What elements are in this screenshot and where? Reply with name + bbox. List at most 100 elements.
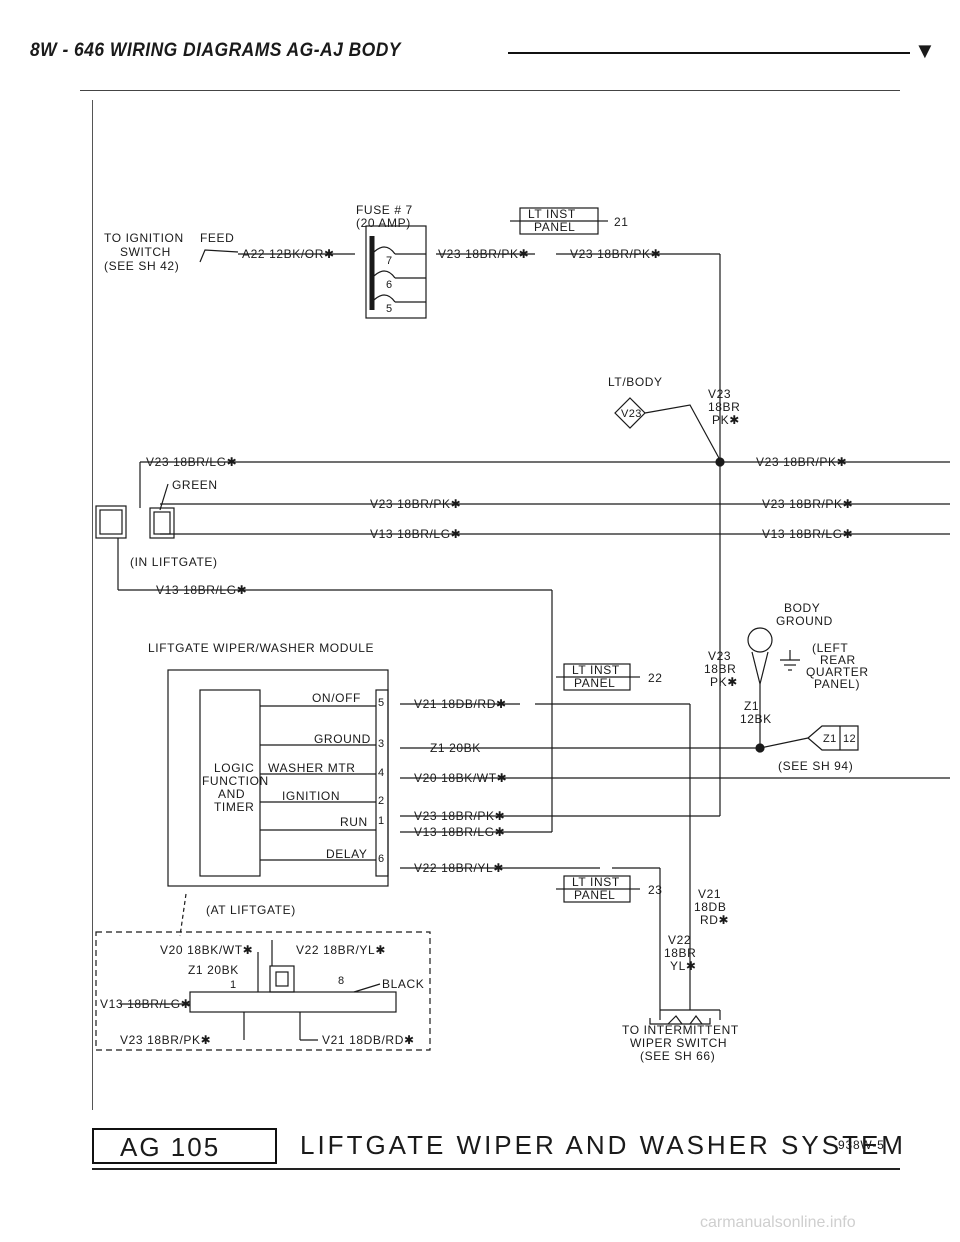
splice-leader (644, 404, 721, 461)
liftgate-connector-left (95, 505, 127, 539)
lt-inst-23-top: LT INST (572, 875, 620, 889)
v13-lg-bottom-label: V13 18BR/LG✱ (156, 583, 247, 597)
pin-num-6: 6 (378, 853, 385, 865)
cv-v13: V13 18BR/LG✱ (100, 997, 191, 1011)
pin-name-onoff: ON/OFF (312, 691, 361, 705)
pin-num-1: 1 (378, 815, 385, 827)
gnd-wire-3: PK✱ (710, 675, 738, 689)
int-v22-2: 18BR (664, 946, 696, 960)
ignition-line1: TO IGNITION (104, 231, 184, 245)
z1-splice-num: 12 (843, 733, 856, 745)
connector-23: 23 (648, 883, 663, 897)
logic-1: LOGIC (214, 761, 254, 775)
v23-lg-label: V23 18BR/LG✱ (146, 455, 237, 469)
int-label-2: WIPER SWITCH (630, 1036, 727, 1050)
lt-inst-22-top: LT INST (572, 663, 620, 677)
pin-name-ignition: IGNITION (282, 789, 340, 803)
frame-left-rule (92, 100, 93, 1110)
pin-wire-v13: V13 18BR/LG✱ (414, 825, 505, 839)
footer-code: 938W-5 (838, 1138, 885, 1152)
z1-12bk: 12BK (740, 712, 772, 726)
fuse-6 (371, 270, 396, 279)
switch-label: SWITCH (120, 245, 171, 259)
feed-leader (199, 249, 239, 263)
pin-wire-z1: Z1 20BK (430, 741, 481, 755)
page-title: 8W - 646 WIRING DIAGRAMS AG-AJ BODY (30, 40, 401, 61)
cv-pin-1: 1 (230, 979, 237, 991)
splice-wire-2: 18BR (708, 400, 740, 414)
cv-v22: V22 18BR/YL✱ (296, 943, 386, 957)
at-liftgate-label: (AT LIFTGATE) (206, 903, 296, 917)
lt-inst-21-bottom: PANEL (534, 220, 575, 234)
cv-z1: Z1 20BK (188, 963, 239, 977)
lt-inst-22-bottom: PANEL (574, 676, 615, 690)
loc-rear: REAR (820, 653, 856, 667)
footer-page-number: AG 105 (120, 1132, 221, 1162)
logic-3: AND (218, 787, 245, 801)
fuse-pin-5: 5 (386, 303, 393, 315)
logic-4: TIMER (214, 800, 254, 814)
pin-wire-v21: V21 18DB/RD✱ (414, 697, 507, 711)
frame-top-rule (80, 90, 900, 91)
int-v21-2: 18DB (694, 900, 726, 914)
splice-wire-3: PK✱ (712, 413, 740, 427)
watermark: carmanualsonline.info (700, 1214, 856, 1231)
cv-v23: V23 18BR/PK✱ (120, 1033, 211, 1047)
page-header: 8W - 646 WIRING DIAGRAMS AG-AJ BODY ▼ (30, 36, 936, 76)
fuse-amp: (20 AMP) (356, 216, 411, 230)
header-rule (508, 52, 910, 54)
see-sh42: (SEE SH 42) (104, 259, 179, 273)
pin-wire-v22: V22 18BR/YL✱ (414, 861, 504, 875)
gnd-wire-2: 18BR (704, 662, 736, 676)
fuse-block (365, 225, 427, 319)
in-liftgate-label: (IN LIFTGATE) (130, 555, 218, 569)
body-label: BODY (784, 601, 820, 615)
connector-21: 21 (614, 215, 629, 229)
v23-pk-mid-label: V23 18BR/PK✱ (370, 497, 461, 511)
connector-22: 22 (648, 671, 663, 685)
loc-panel: PANEL) (814, 677, 860, 691)
footer-title: LIFTGATE WIPER AND WASHER SYSTEM (300, 1130, 906, 1160)
see-sh94: (SEE SH 94) (778, 759, 853, 773)
z1-splice-tag (807, 725, 859, 751)
fuse-label: FUSE # 7 (356, 203, 413, 217)
ground-label: GROUND (776, 614, 833, 628)
z1-splice-id: Z1 (823, 733, 837, 745)
splice-wire-1: V23 (708, 387, 731, 401)
right-v13-lg: V13 18BR/LG✱ (762, 527, 853, 541)
ground-terminal (747, 627, 773, 653)
fuse-5 (371, 294, 396, 303)
module-title: LIFTGATE WIPER/WASHER MODULE (148, 641, 374, 655)
int-v21-1: V21 (698, 887, 721, 901)
pin-num-5: 5 (378, 697, 385, 709)
cv-black: BLACK (382, 977, 424, 991)
pin-num-4: 4 (378, 767, 385, 779)
fuse-pin-6: 6 (386, 279, 393, 291)
wire-v23-a-label: V23 18BR/PK✱ (438, 247, 529, 261)
liftgate-connector-right (149, 507, 175, 539)
right-v23-pk2: V23 18BR/PK✱ (762, 497, 853, 511)
down-arrow-icon: ▼ (914, 38, 936, 63)
fuse-7 (371, 246, 396, 255)
wire-v23-b-label: V23 18BR/PK✱ (570, 247, 661, 261)
feed-label: FEED (200, 231, 234, 245)
pin-name-run: RUN (340, 815, 368, 829)
z1-label: Z1 (744, 699, 759, 713)
gnd-wire-1: V23 (708, 649, 731, 663)
splice-v23-diamond (614, 397, 646, 429)
wire-a22-label: A22 12BK/OR✱ (242, 247, 335, 261)
lt-inst-21-top: LT INST (528, 207, 576, 221)
int-v22-3: YL✱ (670, 959, 697, 973)
lt-body-label: LT/BODY (608, 375, 663, 389)
pin-wire-v23: V23 18BR/PK✱ (414, 809, 505, 823)
logic-box (199, 689, 261, 877)
v13-lg-mid-label: V13 18BR/LG✱ (370, 527, 461, 541)
pin-name-delay: DELAY (326, 847, 367, 861)
pin-wire-v20: V20 18BK/WT✱ (414, 771, 507, 785)
lt-inst-23-bottom: PANEL (574, 888, 615, 902)
pin-num-3: 3 (378, 738, 385, 750)
connector-view-dashed (95, 931, 431, 1051)
splice-v23-id: V23 (621, 408, 642, 420)
cv-v20: V20 18BK/WT✱ (160, 943, 253, 957)
